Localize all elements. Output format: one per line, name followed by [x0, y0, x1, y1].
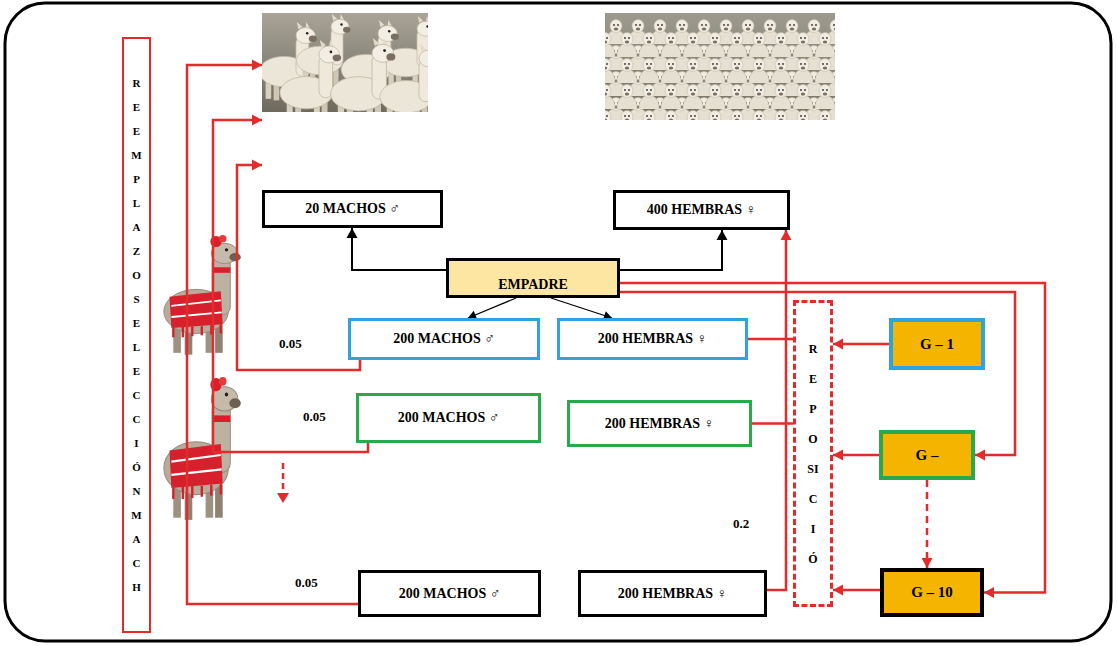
box-label: 20 MACHOS ♂: [305, 201, 400, 217]
connector: [620, 230, 728, 270]
connector: [833, 450, 879, 461]
arrow-head: [252, 60, 262, 71]
decorated-alpaca: [164, 235, 241, 520]
process-box: EMPADRE: [446, 258, 620, 298]
connector: [187, 60, 358, 605]
process-box: 200 HEMBRAS ♀: [567, 400, 752, 447]
process-box: 200 HEMBRAS ♀: [578, 570, 767, 617]
hembras-photo: [605, 13, 835, 120]
box-label: 200 HEMBRAS ♀: [605, 416, 714, 432]
box-label: 400 HEMBRAS ♀: [647, 202, 756, 218]
vertical-band: REEMPLAZO SELECCIÓN MACH: [122, 37, 151, 633]
box-label: 200 HEMBRAS ♀: [598, 331, 707, 347]
arrow-head: [975, 450, 985, 461]
rate-label: 0.05: [293, 575, 320, 591]
vertical-label: REEMPLAZO SELECCIÓN MACH: [131, 71, 142, 599]
process-box: 400 HEMBRAS ♀: [613, 190, 790, 230]
outer-frame: [5, 3, 1111, 641]
connector-line: [187, 65, 358, 604]
connector: [922, 480, 933, 568]
process-box: G –: [879, 430, 975, 480]
connector: [767, 230, 792, 590]
process-box: 200 HEMBRAS ♀: [557, 318, 748, 360]
machos-photo: [380, 44, 428, 112]
connector-line: [767, 230, 786, 590]
dashed-arrow: [277, 463, 289, 503]
box-label: EMPADRE: [498, 277, 568, 293]
arrow-head: [833, 339, 843, 350]
connector-line: [213, 120, 368, 452]
box-label: 200 MACHOS ♂: [398, 410, 500, 426]
arrow-head: [833, 585, 843, 596]
process-box: 200 MACHOS ♂: [356, 393, 541, 443]
connector: [551, 298, 612, 320]
connector: [833, 339, 889, 350]
arrow-head: [347, 228, 358, 238]
hembras-photo: [605, 31, 835, 120]
dashed-arrow: [277, 493, 289, 503]
connector: [213, 115, 368, 453]
arrow-head: [781, 230, 792, 240]
connector: [833, 585, 880, 596]
box-label: G – 1: [920, 336, 954, 353]
machos-photo: [280, 40, 341, 112]
arrow-head: [252, 160, 262, 171]
group-box: 20 MACHOS ♂: [262, 13, 443, 228]
box-label: G – 10: [911, 584, 953, 601]
label-box: 20 MACHOS ♂: [262, 190, 443, 228]
arrow-head: [717, 230, 728, 240]
connector-line: [926, 480, 929, 568]
arrow-head: [833, 450, 843, 461]
connector: [468, 298, 516, 319]
rate-label: 0.05: [301, 409, 328, 425]
box-label: G –: [916, 447, 939, 464]
decorated-alpaca: [164, 235, 241, 355]
vertical-band: REPOSICIÓ: [793, 300, 833, 607]
connector-line: [352, 228, 446, 270]
connector: [347, 228, 447, 270]
decorated-alpaca: [164, 377, 241, 520]
connector-line: [620, 230, 722, 270]
process-box: G – 10: [880, 568, 984, 617]
machos-photo: [262, 13, 428, 112]
dashed-arrow: [282, 463, 285, 494]
vertical-label: REPOSICIÓ: [807, 334, 819, 574]
hembras-photo: [605, 13, 835, 120]
process-box: 200 MACHOS ♂: [348, 318, 540, 360]
box-label: 200 MACHOS ♂: [393, 331, 495, 347]
arrow-head: [922, 558, 933, 568]
connector-line: [551, 298, 612, 318]
process-box: G – 1: [889, 318, 985, 370]
rate-label: 0.05: [277, 336, 304, 352]
rate-label: 0.2: [731, 516, 751, 532]
box-label: 200 MACHOS ♂: [399, 586, 501, 602]
arrow-head: [252, 115, 262, 126]
box-label: 200 HEMBRAS ♀: [618, 586, 727, 602]
arrow-head: [984, 587, 994, 598]
process-box: 200 MACHOS ♂: [358, 570, 541, 617]
hembras-photo: [605, 18, 835, 120]
